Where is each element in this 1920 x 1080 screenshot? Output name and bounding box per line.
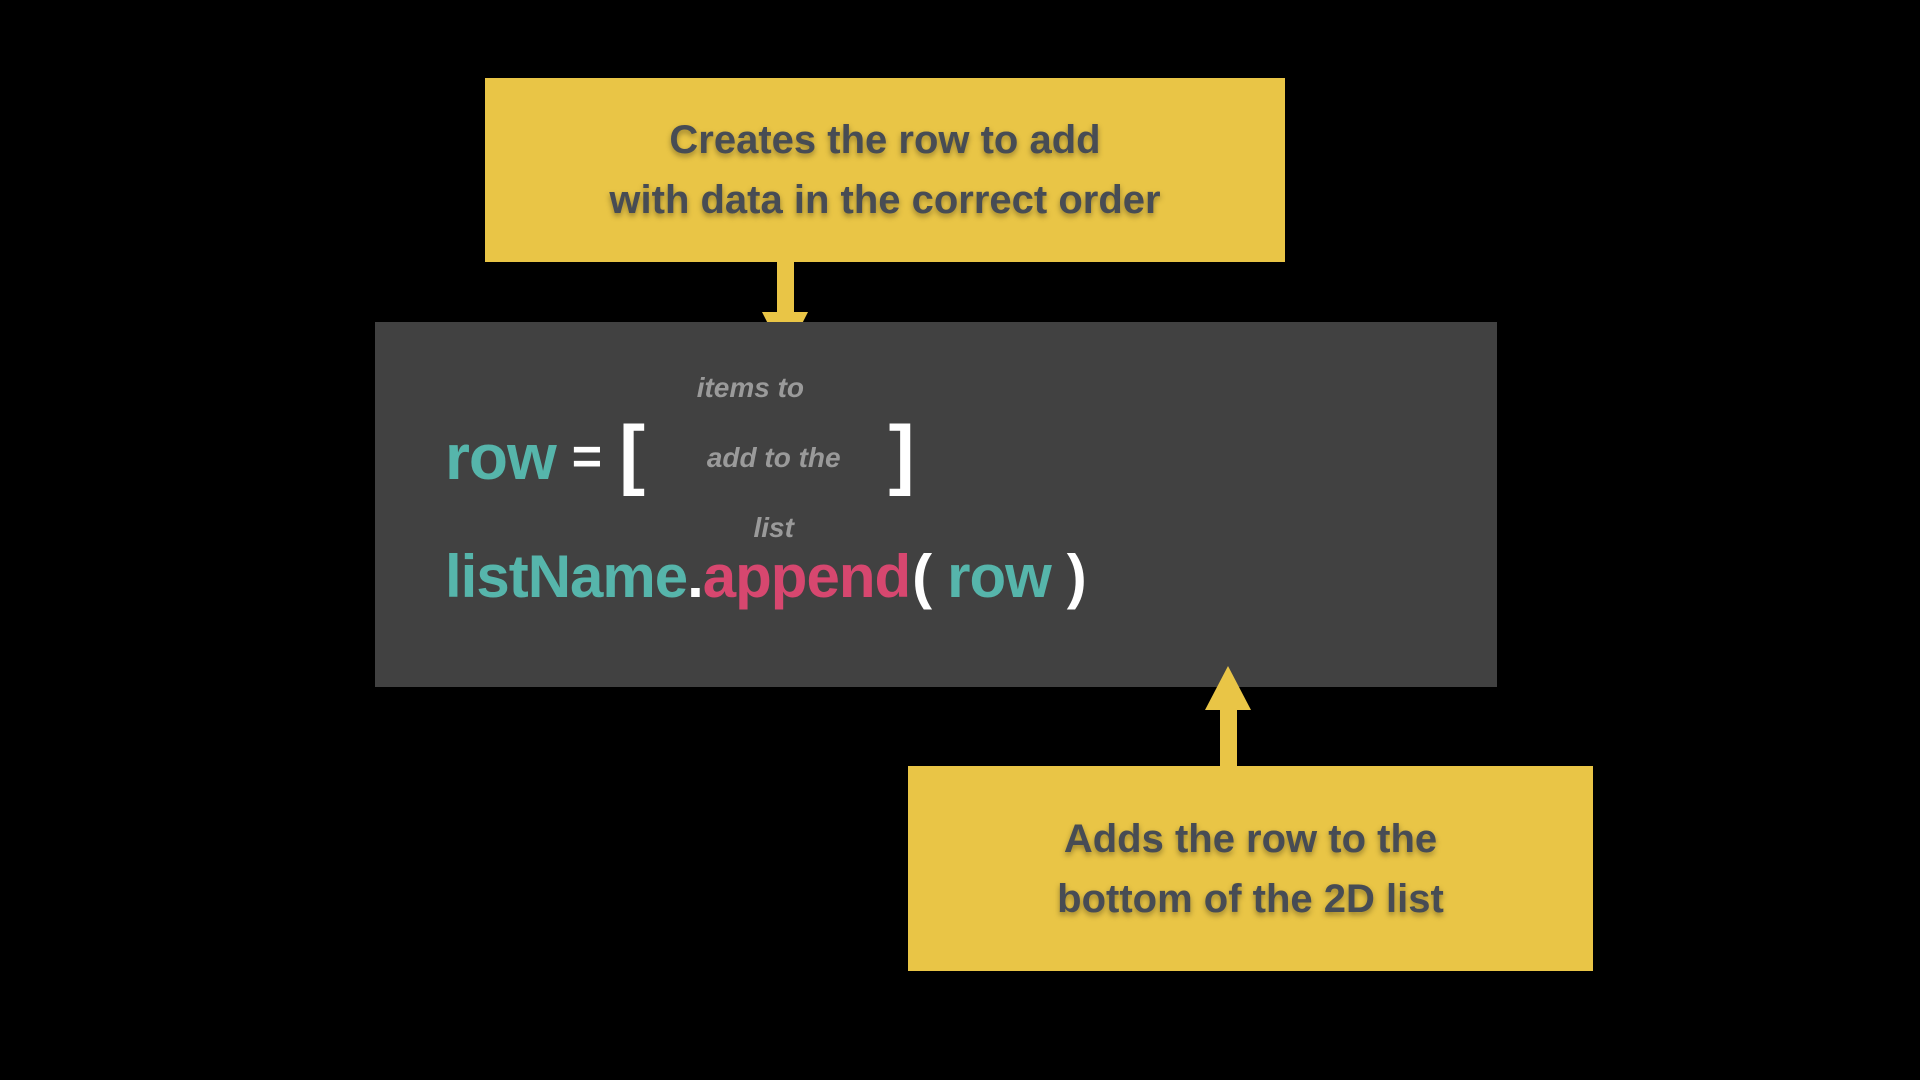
top-callout-text-line2: with data in the correct order	[609, 178, 1161, 222]
bracket-note-line1: items to	[696, 371, 805, 403]
close-paren: )	[1066, 542, 1087, 610]
argument-row: row	[947, 542, 1052, 610]
code-line-row-assignment: row = [ items to add to the list ]	[445, 372, 915, 543]
bottom-callout-text-line2: bottom of the 2D list	[1057, 876, 1444, 921]
up-arrow-head-icon	[1205, 666, 1251, 710]
up-arrow-icon	[1220, 706, 1237, 768]
code-panel: row = [ items to add to the list ] listN…	[375, 322, 1497, 687]
top-callout-text-line1: Creates the row to add	[669, 118, 1101, 162]
bracket-note: items to add to the list	[660, 370, 841, 545]
top-callout: Creates the row to add with data in the …	[485, 78, 1285, 262]
bottom-callout-text-line1: Adds the row to the	[1063, 816, 1438, 861]
equals-sign: =	[571, 428, 602, 486]
code-line-append-call: listName . append ( row )	[445, 534, 1087, 618]
bracket-note-line3: list	[753, 511, 794, 543]
open-paren: (	[912, 542, 932, 610]
close-bracket: ]	[888, 409, 915, 497]
open-bracket: [	[619, 409, 645, 497]
object-listname: listName	[445, 542, 688, 610]
bracket-note-line2: add to the	[706, 441, 841, 473]
down-arrow-icon	[777, 261, 794, 316]
dot-operator: .	[687, 542, 704, 610]
variable-row: row	[445, 421, 557, 493]
bottom-callout: Adds the row to the bottom of the 2D lis…	[908, 766, 1593, 971]
method-append: append	[702, 542, 911, 610]
